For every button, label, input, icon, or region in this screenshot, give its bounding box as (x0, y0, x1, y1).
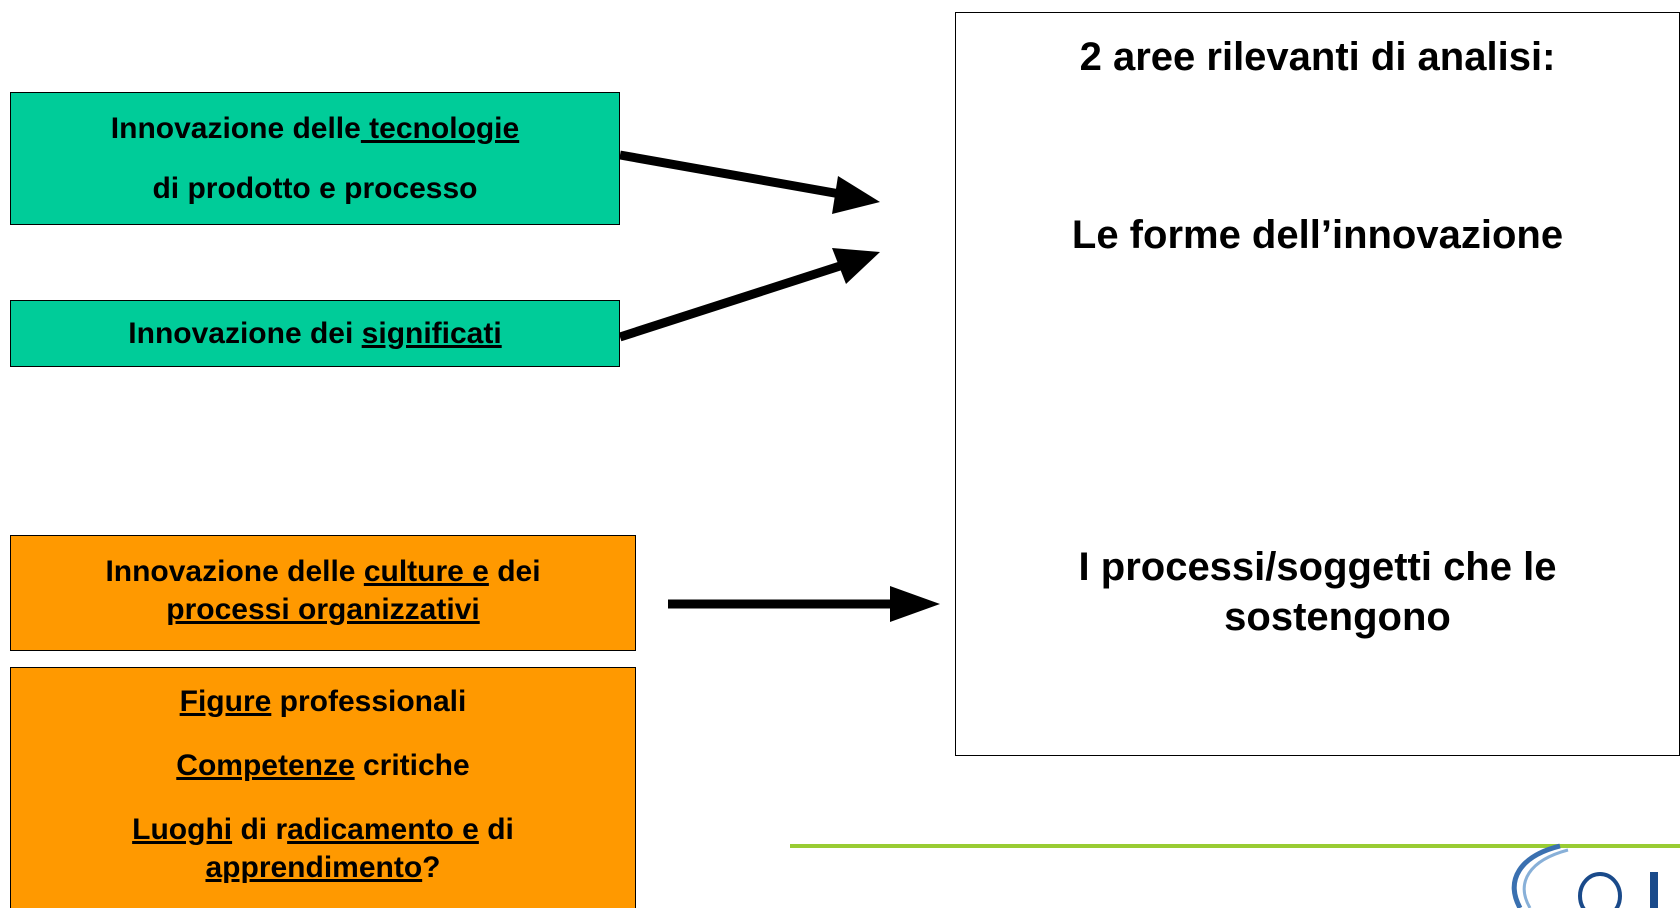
box-meanings-innovation: Innovazione dei significati (10, 300, 620, 367)
analysis-areas-box: 2 aree rilevanti di analisi: Le forme de… (955, 12, 1680, 756)
link-radicamento[interactable]: adicamento e (287, 813, 479, 846)
link-apprendimento[interactable]: apprendimento (205, 851, 423, 884)
arrow-right-icon (668, 586, 940, 622)
text-prefix: Innovazione dei (128, 317, 362, 350)
figures-row3: Luoghi di radicamento e di (11, 812, 635, 848)
text-suffix: dei (488, 555, 541, 588)
box-technology-innovation: Innovazione delle tecnologie di prodotto… (10, 92, 620, 225)
analysis-title: 2 aree rilevanti di analisi: (1079, 35, 1556, 79)
innovation-forms-label: Le forme dell’innovazione (1071, 213, 1564, 257)
box-culture-line1: Innovazione delle culture e dei (11, 554, 635, 590)
arrow-right-icon (618, 248, 880, 342)
text-rest: professionali (271, 685, 467, 718)
box-professional-figures: Figure professionali Competenze critiche… (10, 667, 636, 908)
text-mid: di r (232, 813, 288, 846)
link-competenze[interactable]: Competenze (176, 749, 355, 782)
figures-row1: Figure professionali (11, 684, 635, 720)
text-rest: ? (422, 851, 441, 884)
arrow-right-icon (619, 150, 880, 214)
box-technology-line2: di prodotto e processo (152, 172, 478, 205)
text-prefix: Innovazione delle (110, 112, 361, 145)
text-prefix: Innovazione delle (105, 555, 364, 588)
link-tecnologie[interactable]: tecnologie (360, 112, 520, 145)
processes-label-line2: sostengono (1224, 595, 1451, 639)
link-significati[interactable]: significati (361, 317, 502, 350)
processes-label-line1: I processi/soggetti che le (1078, 545, 1557, 589)
link-figure[interactable]: Figure (179, 685, 272, 718)
text-rest: critiche (354, 749, 470, 782)
box-culture-line2: processi organizzativi (11, 592, 635, 628)
box-culture-innovation: Innovazione delle culture e dei processi… (10, 535, 636, 651)
link-luoghi[interactable]: Luoghi (132, 813, 233, 846)
logo-icon (1511, 843, 1658, 908)
link-processi-organizzativi[interactable]: processi organizzativi (166, 593, 480, 626)
figures-row2: Competenze critiche (11, 748, 635, 784)
figures-row4: apprendimento? (11, 850, 635, 886)
text-rest: di (478, 813, 514, 846)
box-technology-line1: Innovazione delle tecnologie (11, 111, 619, 147)
link-culture[interactable]: culture e (363, 555, 489, 588)
box-meanings-line: Innovazione dei significati (11, 316, 619, 352)
